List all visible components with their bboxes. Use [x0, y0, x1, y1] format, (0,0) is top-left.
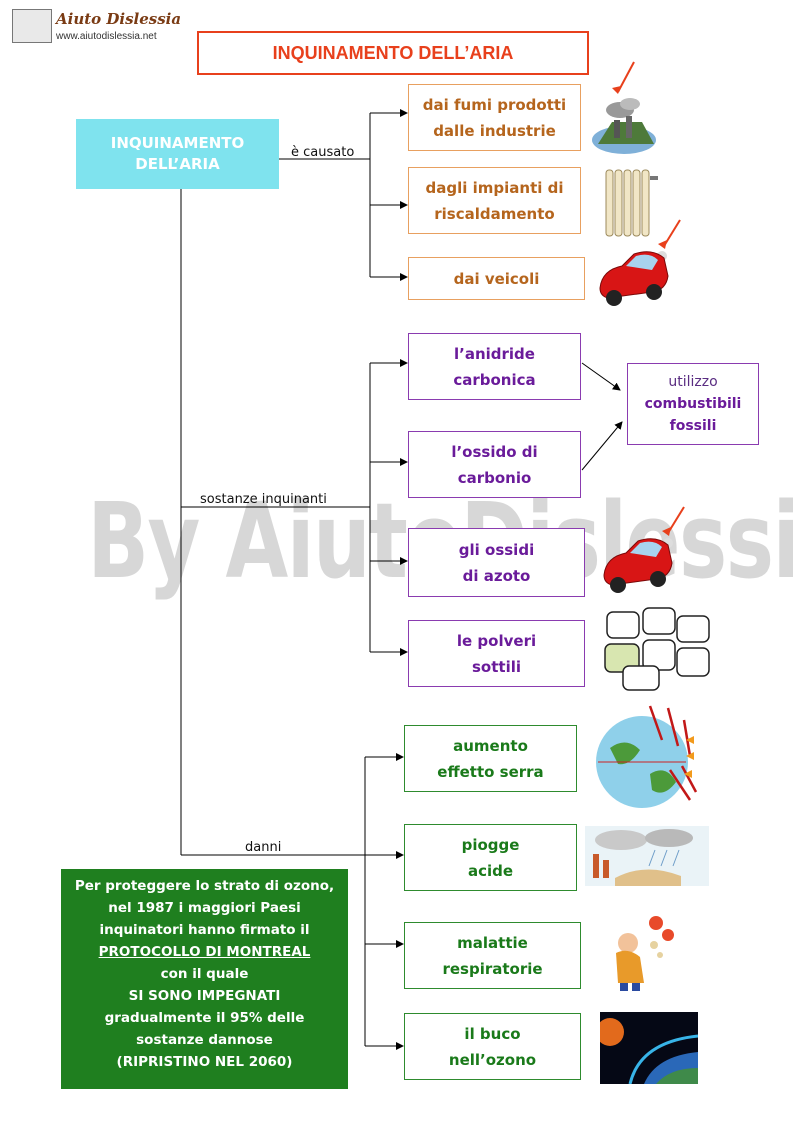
logo-url: www.aiutodislessia.net [56, 31, 157, 42]
damage-node-greenhouse: aumento effetto serra [404, 725, 577, 792]
protocol-line: nel 1987 i maggiori Paesi [108, 900, 301, 916]
logo-title: Aiuto Dislessia [56, 10, 182, 28]
damage-node-ozone-hole: il buco nell’ozono [404, 1013, 581, 1080]
traffic-jam-icon [604, 607, 710, 691]
montreal-protocol-box: Per proteggere lo strato di ozono, nel 1… [61, 869, 348, 1089]
edge-label-cause: è causato [291, 145, 355, 160]
ozone-hole-icon [600, 1012, 698, 1084]
protocol-line: (RIPRISTINO NEL 2060) [116, 1054, 293, 1070]
fossil-fuels-line3: fossili [669, 418, 717, 434]
protocol-name: PROTOCOLLO DI MONTREAL [98, 944, 311, 960]
damage-node-respiratory: malattie respiratorie [404, 922, 581, 989]
red-car-exhaust-icon [599, 219, 681, 306]
pollutant-node-co: l’ossido di carbonio [408, 431, 581, 498]
root-node: INQUINAMENTO DELL’ARIA [76, 119, 279, 189]
pollutant-node-co2: l’anidride carbonica [408, 333, 581, 400]
protocol-line: con il quale [160, 966, 249, 982]
factory-smoke-icon [592, 61, 656, 154]
pollutant-node-nox: gli ossidi di azoto [408, 528, 585, 597]
damage-node-acid-rain: piogge acide [404, 824, 577, 891]
fossil-fuels-node: utilizzo combustibili fossili [627, 363, 759, 445]
logo-book-icon [12, 9, 52, 43]
fossil-fuels-line1: utilizzo [668, 374, 718, 390]
coughing-person-icon [616, 916, 674, 991]
edge-label-pollutants: sostanze inquinanti [200, 492, 327, 507]
pollutant-node-fine-dust: le polveri sottili [408, 620, 585, 687]
cause-node-vehicles: dai veicoli [408, 257, 585, 300]
protocol-line: Per proteggere lo strato di ozono, [74, 878, 335, 894]
protocol-line: gradualmente il 95% delle [104, 1010, 305, 1026]
page-title: INQUINAMENTO DELL’ARIA [197, 31, 589, 75]
red-car-exhaust-icon [603, 506, 685, 593]
cause-node-heating: dagli impianti di riscaldamento [408, 167, 581, 234]
radiator-icon [605, 169, 658, 237]
edge-label-damage: danni [245, 840, 282, 855]
protocol-line: sostanze dannose [136, 1032, 273, 1048]
earth-greenhouse-icon [596, 705, 698, 808]
protocol-line: SI SONO IMPEGNATI [128, 988, 281, 1004]
protocol-line: inquinatori hanno firmato il [99, 922, 310, 938]
fossil-fuels-line2: combustibili [644, 396, 742, 412]
acid-rain-icon [585, 826, 709, 886]
cause-node-industries: dai fumi prodotti dalle industrie [408, 84, 581, 151]
